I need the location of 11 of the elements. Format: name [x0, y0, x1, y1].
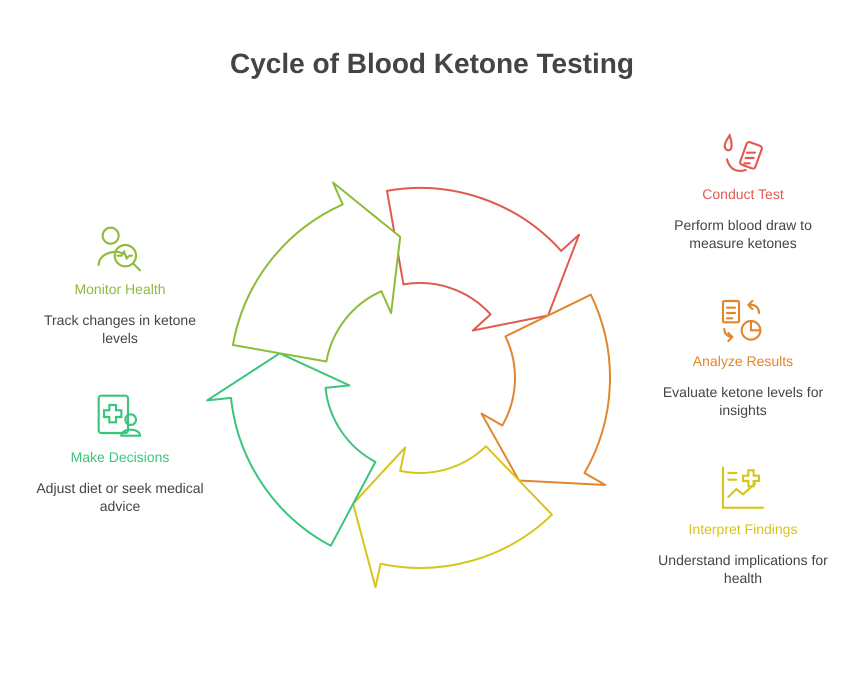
step-heading: Interpret Findings — [688, 521, 798, 537]
step-description: Track changes in ketone levels — [42, 311, 197, 347]
step-description: Evaluate ketone levels for insights — [662, 383, 824, 419]
step-description: Adjust diet or seek medical advice — [35, 479, 205, 515]
title: Cycle of Blood Ketone Testing — [229, 48, 635, 80]
step-description: Perform blood draw to measure ketones — [673, 216, 813, 252]
step-heading: Make Decisions — [70, 449, 170, 465]
step-heading: Monitor Health — [74, 281, 166, 297]
step-heading: Conduct Test — [702, 186, 784, 202]
step-description: Understand implications for health — [658, 551, 828, 587]
step-heading: Analyze Results — [692, 353, 794, 369]
